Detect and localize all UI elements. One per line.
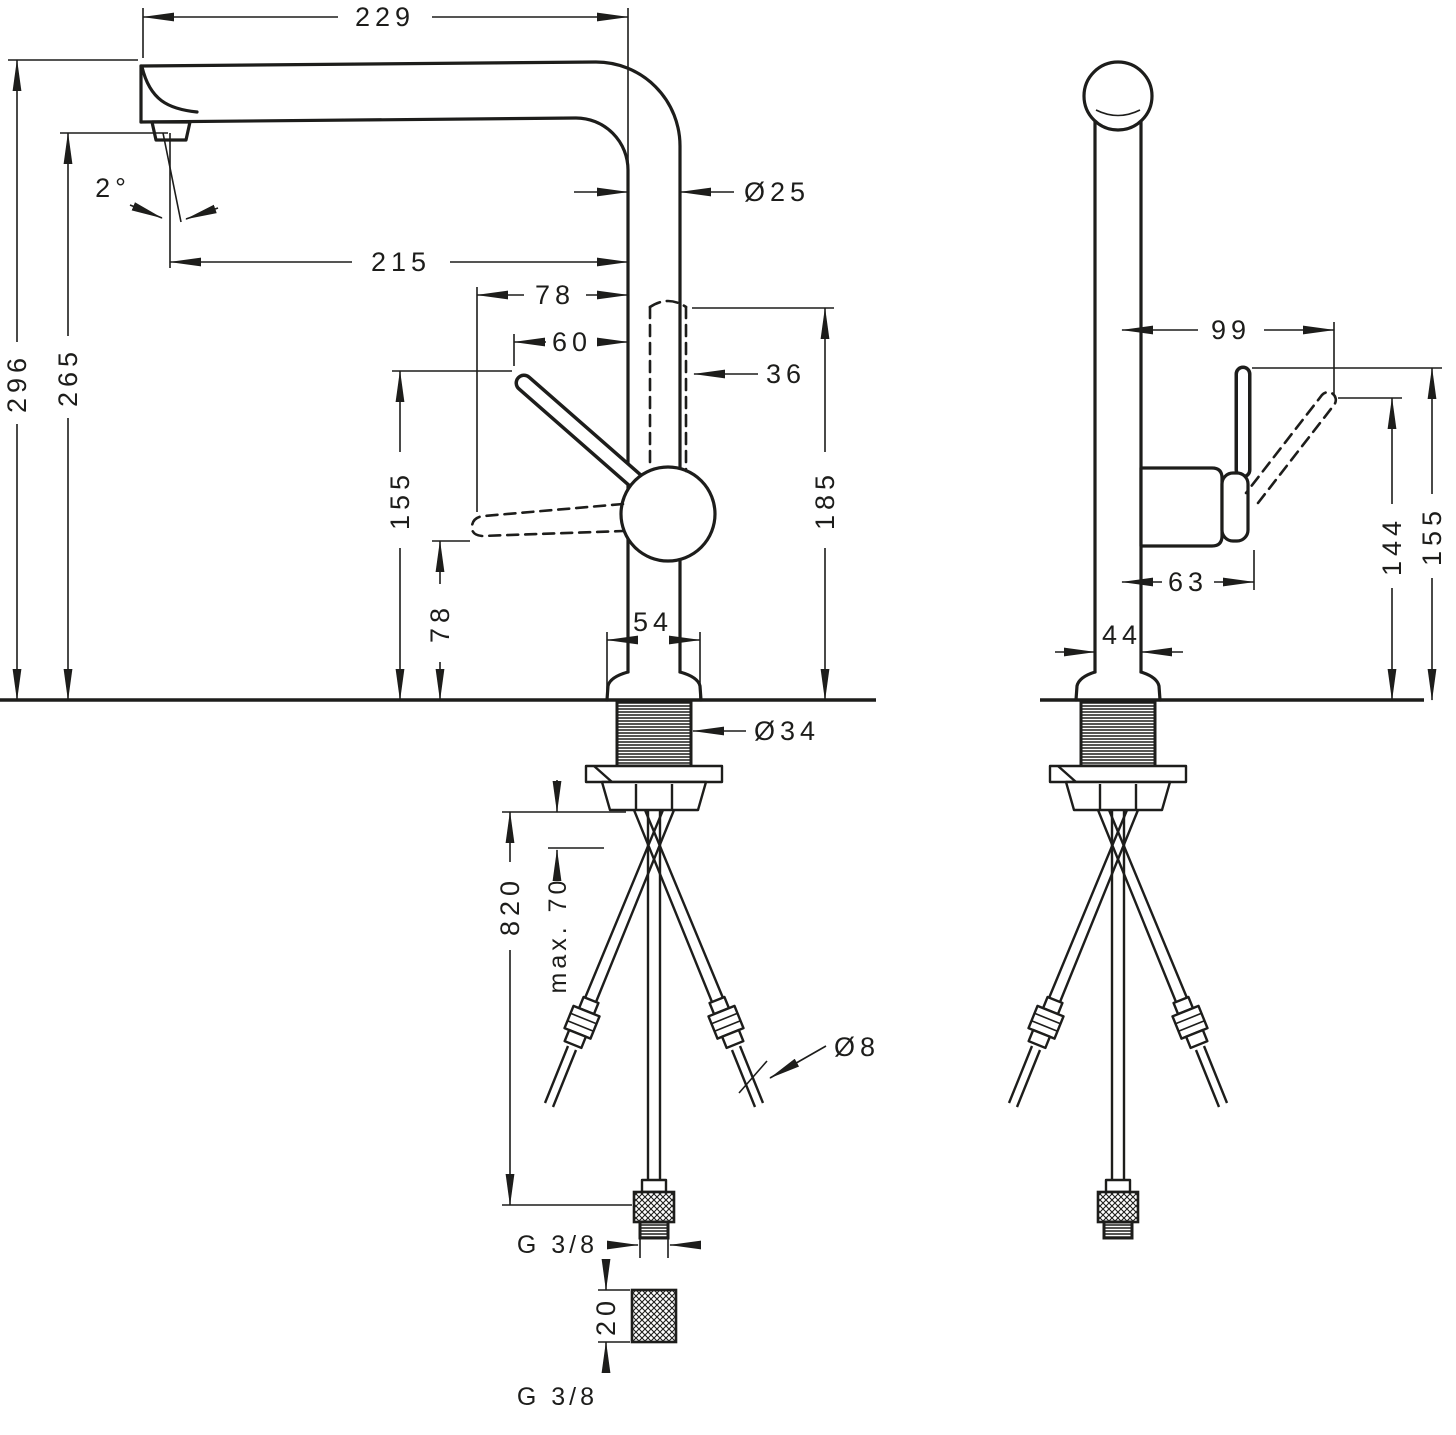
handle-joint-cap	[1220, 471, 1250, 543]
dim-max-mounting-thickness: max. 70	[544, 877, 572, 994]
spout-outer-edge	[139, 60, 682, 674]
dim-offset-78: 78	[535, 280, 575, 310]
dim-spout-diameter: Ø25	[744, 177, 810, 207]
dim-hose-length: 820	[495, 876, 525, 936]
check-valve-adapter	[630, 1288, 678, 1344]
dim-handle-reach: 99	[1211, 315, 1251, 345]
spout-tip-detail	[140, 65, 199, 114]
dim-hose-diameter: Ø8	[834, 1032, 880, 1062]
dim-handle-low-height: 78	[425, 603, 455, 643]
dim-thread-lower: G 3/8	[517, 1383, 598, 1411]
dim-body-height: 185	[810, 470, 840, 530]
dim-adapter-height: 20	[591, 1296, 621, 1336]
dim-spout-height: 265	[53, 347, 83, 407]
dim-handle-height: 155	[385, 470, 415, 530]
front-view-faucet	[139, 60, 717, 702]
dim-total-reach: 229	[355, 2, 415, 32]
handle-joint	[619, 465, 717, 563]
front-view-dimensions: 229 2° 215 78 60 Ø25 36 296	[2, 2, 880, 1411]
dim-shank-diameter: Ø34	[754, 716, 820, 746]
spout-pivot-cap	[1082, 60, 1154, 132]
side-view-dimensions: 99 155 144 63 44	[1055, 315, 1447, 701]
base-flange-left	[605, 670, 630, 702]
handle-tilted-dashed	[1244, 390, 1338, 505]
dim-offset-36: 36	[766, 359, 806, 389]
dim-base-width: 54	[633, 607, 673, 637]
dim-body-depth: 44	[1102, 620, 1142, 650]
dim-total-height: 296	[2, 353, 32, 413]
side-view-faucet	[1074, 60, 1338, 702]
handle-joint-side	[1139, 466, 1224, 548]
dim-spout-angle: 2°	[95, 173, 131, 203]
base-flange-right	[1139, 670, 1162, 702]
dim-handle-tip-height: 144	[1377, 516, 1407, 576]
dim-offset-60: 60	[552, 327, 592, 357]
dim-thread-upper: G 3/8	[517, 1231, 598, 1259]
dim-handle-depth: 63	[1168, 567, 1208, 597]
base-flange-left	[1074, 670, 1097, 702]
dim-spout-reach: 215	[371, 247, 431, 277]
dim-handle-top-height: 155	[1417, 506, 1447, 566]
aerator	[150, 120, 192, 142]
handle-down-dashed	[470, 502, 625, 538]
